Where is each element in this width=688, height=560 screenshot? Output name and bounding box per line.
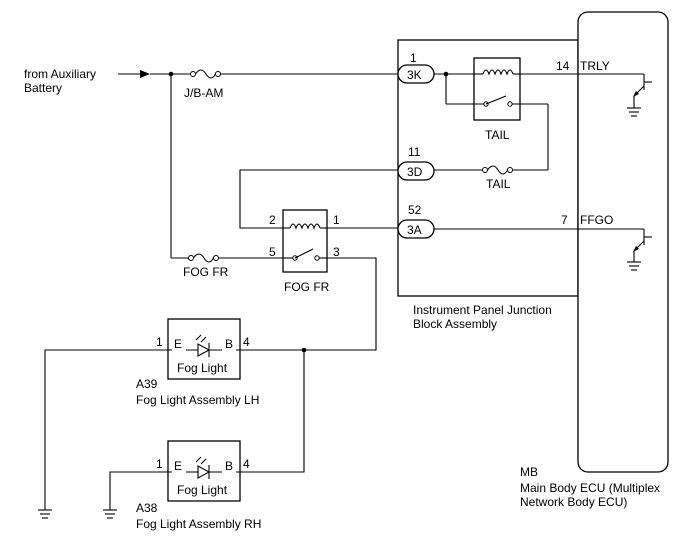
lh-code: A39 [136, 377, 158, 391]
fog-fr-fuse-icon [188, 253, 219, 263]
source-label-line1: from Auxiliary [24, 67, 96, 81]
main-feed-wire [150, 71, 398, 77]
lh-ground-wire [44, 349, 168, 510]
tail-relay-switch-icon [485, 95, 507, 105]
rh-pin-right: 4 [243, 457, 250, 471]
lh-name: Fog Light Assembly LH [136, 393, 259, 407]
ecu-name-line1: Main Body ECU (Multiplex [520, 481, 660, 495]
main-body-ecu-box [577, 11, 669, 473]
led-icon [197, 465, 211, 479]
ffgo-pin: 7 [561, 213, 568, 227]
fog-output-wire [304, 257, 377, 351]
lh-pin-right: 4 [243, 335, 250, 349]
source-label-line2: Battery [24, 81, 62, 95]
lh-term-e: E [174, 337, 182, 351]
junction-block-name-line1: Instrument Panel Junction [413, 303, 552, 317]
ffgo-signal: FFGO [580, 213, 613, 227]
tail-relay-coil-icon [482, 69, 514, 76]
lh-term-b: B [225, 337, 233, 351]
connector-3a-pin: 52 [408, 203, 422, 217]
fog-fr-fuse-label: FOG FR [183, 265, 229, 279]
fog-relay-pin-5: 5 [269, 245, 276, 259]
ground-icon [38, 509, 52, 519]
tail-fuse-label: TAIL [486, 177, 511, 191]
fog-relay-pin-2: 2 [269, 213, 276, 227]
rh-light-label: Fog Light [177, 483, 228, 497]
jb-am-fuse-label: J/B-AM [184, 86, 223, 100]
tail-relay-label: TAIL [485, 128, 510, 142]
fog-fr-relay [282, 209, 328, 273]
rh-name: Fog Light Assembly RH [136, 517, 261, 531]
tail-to-fog-coil-wire [239, 169, 398, 229]
fog-fr-relay-label: FOG FR [284, 280, 330, 294]
lh-pin-left: 1 [156, 335, 163, 349]
fog-fr-relay-coil-icon [289, 223, 321, 230]
trly-signal: TRLY [580, 59, 610, 73]
rh-term-e: E [174, 459, 182, 473]
rh-term-b: B [225, 459, 233, 473]
connector-3d-pin: 11 [408, 145, 421, 159]
connector-3d-label: 3D [407, 165, 423, 179]
trly-pin: 14 [556, 59, 570, 73]
tail-fuse-icon [482, 165, 513, 175]
fog-relay-pin-1: 1 [333, 213, 340, 227]
connector-3d [397, 161, 435, 181]
connector-3k-pin: 1 [410, 51, 417, 65]
trly-transistor-icon [578, 73, 652, 117]
connector-3k-label: 3K [407, 68, 422, 82]
ecu-name-line2: Network Body ECU) [520, 495, 627, 509]
tail-relay [434, 57, 549, 170]
jb-am-fuse-icon [190, 69, 221, 79]
ffgo-transistor-icon [578, 228, 652, 271]
led-icon [197, 343, 211, 357]
rh-pin-left: 1 [156, 457, 163, 471]
rh-ground-wire [109, 471, 168, 510]
junction-block-name-line2: Block Assembly [413, 317, 497, 331]
lh-light-label: Fog Light [177, 361, 228, 375]
connector-3a-label: 3A [407, 223, 422, 237]
rh-code: A38 [136, 501, 158, 515]
fog-fr-relay-switch-icon [294, 248, 314, 259]
ground-icon [103, 509, 117, 519]
fog-relay-pin-3: 3 [333, 245, 340, 259]
ecu-code: MB [520, 465, 538, 479]
source-arrow-icon [118, 70, 150, 78]
